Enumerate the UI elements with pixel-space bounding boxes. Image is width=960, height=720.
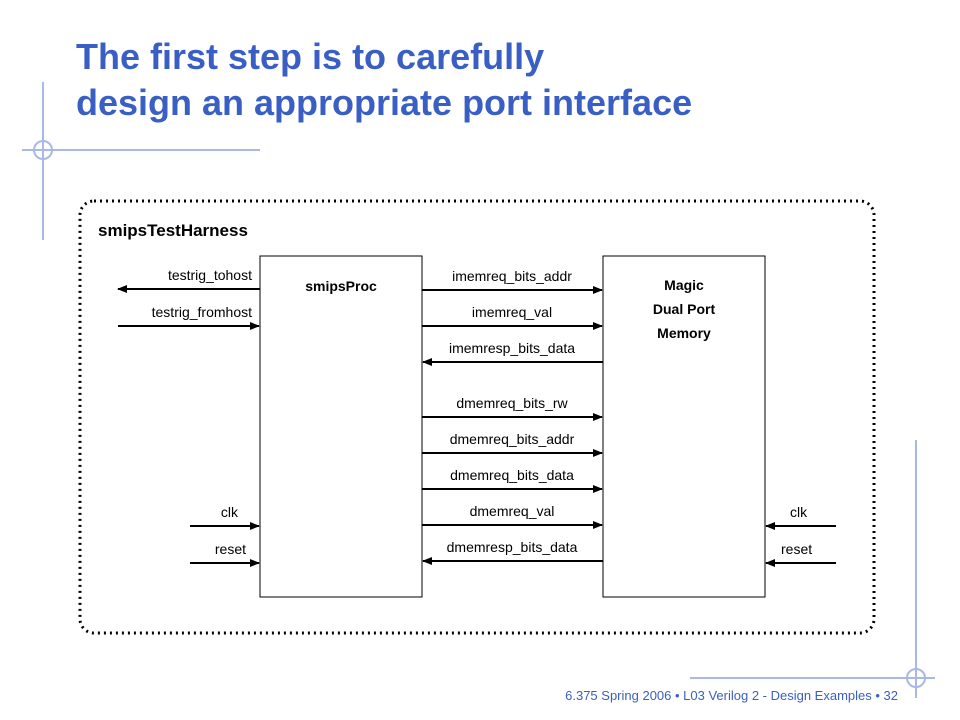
- harness-boundary: [78, 199, 876, 635]
- signal-label-dmemreq-bits-addr: dmemreq_bits_addr: [450, 431, 575, 447]
- slide-title-line-1: The first step is to carefully: [76, 36, 545, 77]
- harness-label: smipsTestHarness: [98, 221, 248, 240]
- memory-label-line-1: Magic: [664, 277, 704, 293]
- signal-label-testrig-fromhost: testrig_fromhost: [152, 304, 252, 320]
- slide-footer: 6.375 Spring 2006 • L03 Verilog 2 - Desi…: [565, 688, 898, 703]
- memory-block: [602, 255, 766, 598]
- slide-title-line-2: design an appropriate port interface: [76, 82, 693, 123]
- signal-label-dmemreq-bits-data: dmemreq_bits_data: [450, 467, 574, 483]
- top-left-crosshair-icon: [33, 140, 53, 160]
- signal-label-imemresp-bits-data: imemresp_bits_data: [449, 340, 575, 356]
- signal-label-left-reset: reset: [215, 541, 246, 557]
- signal-label-imemreq-bits-addr: imemreq_bits_addr: [452, 268, 572, 284]
- signal-label-testrig-tohost: testrig_tohost: [168, 267, 252, 283]
- signal-label-dmemreq-bits-rw: dmemreq_bits_rw: [456, 395, 568, 411]
- signal-label-dmemreq-val: dmemreq_val: [470, 503, 555, 519]
- bottom-right-crosshair-icon: [906, 668, 926, 688]
- proc-block: [259, 255, 423, 598]
- memory-label-line-3: Memory: [657, 325, 711, 341]
- signal-label-right-clk: clk: [790, 504, 808, 520]
- proc-block-label: smipsProc: [305, 278, 377, 294]
- signal-label-left-clk: clk: [221, 504, 239, 520]
- signal-label-dmemresp-bits-data: dmemresp_bits_data: [447, 539, 578, 555]
- memory-label-line-2: Dual Port: [653, 301, 716, 317]
- signal-label-right-reset: reset: [781, 541, 812, 557]
- signal-label-imemreq-val: imemreq_val: [472, 304, 552, 320]
- slide-title: The first step is to carefully design an…: [76, 34, 936, 126]
